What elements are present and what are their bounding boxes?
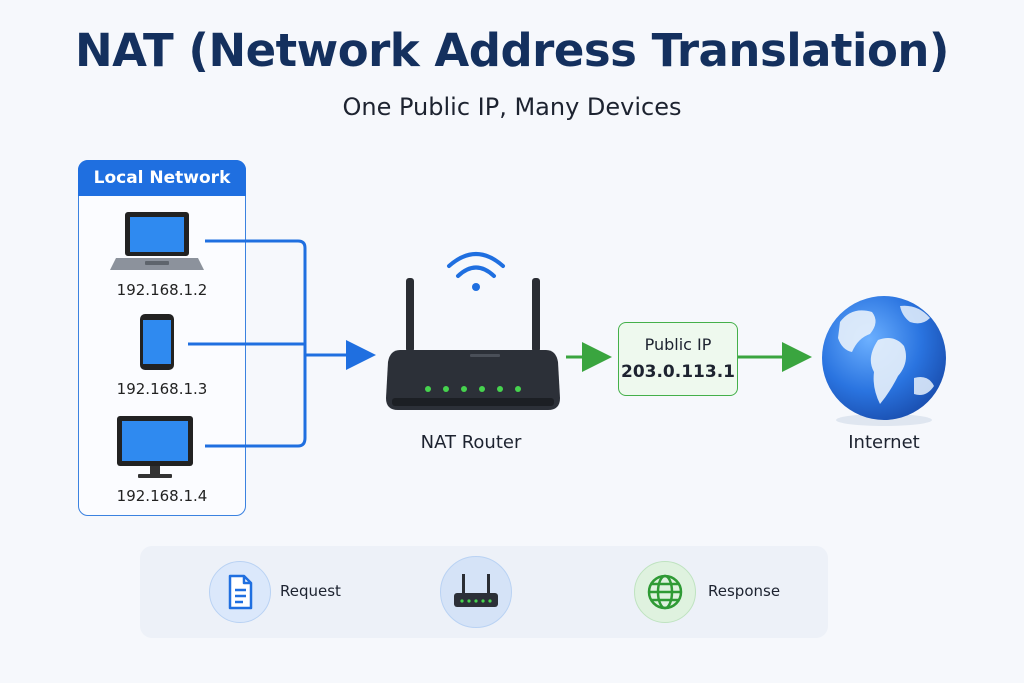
device-ip-laptop: 192.168.1.2 bbox=[116, 281, 208, 299]
laptop-icon bbox=[110, 212, 204, 270]
response-badge bbox=[634, 561, 696, 623]
router-icon bbox=[453, 573, 498, 607]
router-icon bbox=[386, 278, 560, 410]
device-connectors bbox=[188, 239, 376, 448]
local-network-header: Local Network bbox=[78, 160, 246, 196]
public-ip-label: Public IP bbox=[644, 335, 712, 354]
page-title: NAT (Network Address Translation) bbox=[75, 24, 949, 77]
router-label: NAT Router bbox=[420, 432, 522, 453]
globe-icon bbox=[822, 296, 946, 426]
internet-label: Internet bbox=[848, 432, 920, 453]
legend-request-label: Request bbox=[280, 582, 341, 600]
request-badge bbox=[209, 561, 271, 623]
page-subtitle: One Public IP, Many Devices bbox=[342, 93, 682, 121]
legend-response-label: Response bbox=[708, 582, 781, 600]
monitor-icon bbox=[117, 416, 193, 478]
smartphone-icon bbox=[140, 314, 174, 370]
document-icon bbox=[228, 574, 252, 609]
wifi-icon bbox=[447, 252, 505, 291]
public-ip-box bbox=[618, 322, 738, 396]
device-ip-monitor: 192.168.1.4 bbox=[116, 487, 208, 505]
public-ip-address: 203.0.113.1 bbox=[620, 362, 735, 382]
globe-grid-icon bbox=[647, 574, 682, 609]
device-ip-phone: 192.168.1.3 bbox=[116, 380, 208, 398]
router-badge bbox=[440, 556, 512, 628]
